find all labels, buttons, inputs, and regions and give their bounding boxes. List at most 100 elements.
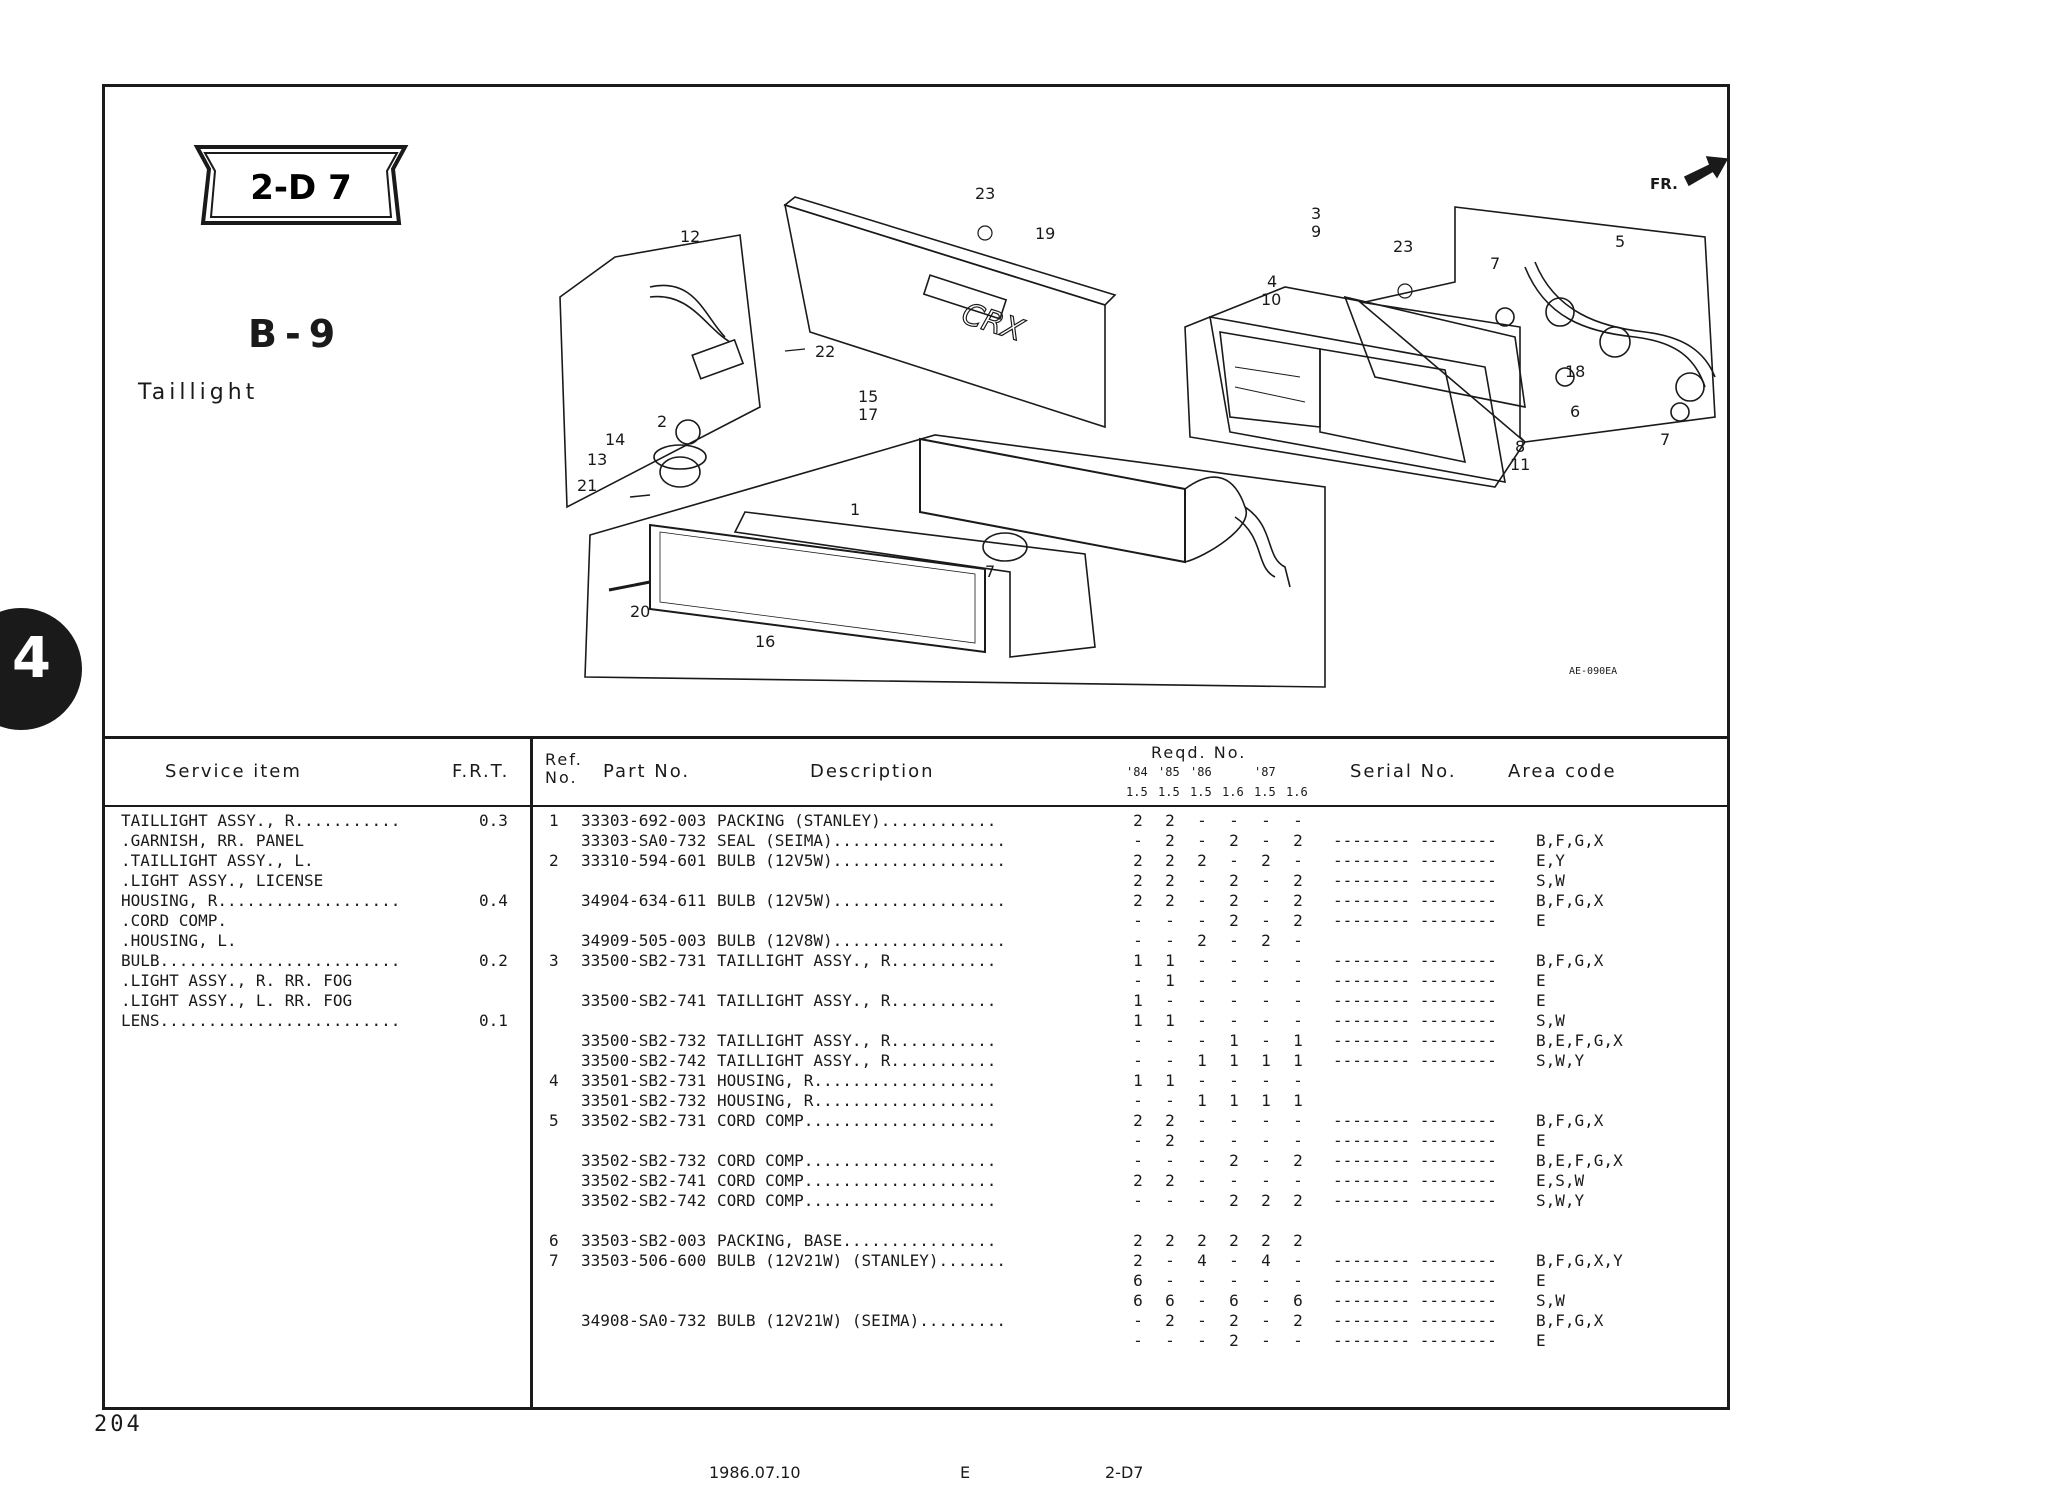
part-description: TAILLIGHT ASSY., R........... xyxy=(717,1051,997,1070)
required-qty: - xyxy=(1261,951,1271,970)
required-qty: 2 xyxy=(1261,1231,1271,1250)
required-qty: 2 xyxy=(1293,1191,1303,1210)
part-number: 33303-692-003 xyxy=(581,811,707,830)
fasteners xyxy=(784,225,1413,352)
service-item-row: .LIGHT ASSY., L. RR. FOG xyxy=(121,991,521,1011)
required-qty: - xyxy=(1165,1031,1175,1050)
required-qty: 2 xyxy=(1165,1111,1175,1130)
service-item-frt: 0.3 xyxy=(479,811,508,830)
required-qty: - xyxy=(1293,991,1303,1010)
lens-group-outline xyxy=(584,434,1326,688)
required-qty: 6 xyxy=(1133,1271,1143,1290)
required-qty: 2 xyxy=(1229,1311,1239,1330)
area-code: B,F,G,X xyxy=(1536,951,1604,970)
area-code: E xyxy=(1536,971,1546,990)
area-code: E xyxy=(1536,1331,1546,1350)
required-qty: 1 xyxy=(1293,1031,1303,1050)
service-item-label: TAILLIGHT ASSY., R........... xyxy=(121,811,401,830)
header-ref-no: Ref. No. xyxy=(545,750,583,787)
serial-number: -------- -------- xyxy=(1333,1271,1497,1290)
required-qty: - xyxy=(1133,911,1143,930)
ref-21: 21 xyxy=(577,476,597,495)
serial-number: -------- -------- xyxy=(1333,991,1497,1010)
service-item-frt xyxy=(479,831,519,851)
part-number: 33310-594-601 xyxy=(581,851,707,870)
required-qty: 1 xyxy=(1133,1011,1143,1030)
required-qty: - xyxy=(1229,971,1239,990)
required-qty: - xyxy=(1197,1071,1207,1090)
part-description: CORD COMP.................... xyxy=(717,1171,997,1190)
required-qty: 4 xyxy=(1261,1251,1271,1270)
ref-4: 4 xyxy=(1267,272,1277,291)
required-qty: 2 xyxy=(1165,831,1175,850)
area-code: S,W,Y xyxy=(1536,1191,1585,1210)
service-item-frt xyxy=(479,971,519,991)
required-qty: 1 xyxy=(1133,991,1143,1010)
ref-19: 19 xyxy=(1035,224,1055,243)
part-description: SEAL (SEIMA).................. xyxy=(717,831,1006,850)
part-description: HOUSING, R................... xyxy=(717,1071,997,1090)
required-qty: 2 xyxy=(1165,891,1175,910)
service-item-label: HOUSING, R................... xyxy=(121,891,401,910)
ref-labels: 23 19 12 22 2 14 13 21 15 17 1 7 20 16 3… xyxy=(577,184,1670,677)
ref-11: 11 xyxy=(1510,455,1530,474)
required-qty: 2 xyxy=(1165,1311,1175,1330)
ref-14: 14 xyxy=(605,430,625,449)
area-code: B,F,G,X xyxy=(1536,891,1604,910)
header-area-code: Area code xyxy=(1508,761,1617,782)
required-qty: - xyxy=(1197,1271,1207,1290)
required-qty: - xyxy=(1293,1331,1303,1350)
header-reqd-no: Reqd. No. xyxy=(1151,743,1247,762)
required-qty: - xyxy=(1197,1131,1207,1150)
required-qty: 6 xyxy=(1133,1291,1143,1310)
serial-number: -------- -------- xyxy=(1333,871,1497,890)
required-qty: 1 xyxy=(1261,1051,1271,1070)
ref-17: 17 xyxy=(858,405,878,424)
serial-number: -------- -------- xyxy=(1333,1171,1497,1190)
header-year: '84 xyxy=(1126,765,1148,779)
required-qty: 2 xyxy=(1293,891,1303,910)
serial-number: -------- -------- xyxy=(1333,911,1497,930)
required-qty: - xyxy=(1261,831,1271,850)
header-description: Description xyxy=(810,761,935,782)
required-qty: 1 xyxy=(1229,1031,1239,1050)
service-item-row: .TAILLIGHT ASSY., L. xyxy=(121,851,521,871)
fr-label: FR. xyxy=(1650,175,1678,193)
required-qty: 2 xyxy=(1133,1251,1143,1270)
required-qty: - xyxy=(1261,1271,1271,1290)
required-qty: - xyxy=(1197,811,1207,830)
ref-22: 22 xyxy=(815,342,835,361)
required-qty: 1 xyxy=(1165,1011,1175,1030)
required-qty: 2 xyxy=(1293,831,1303,850)
required-qty: 2 xyxy=(1197,931,1207,950)
required-qty: 2 xyxy=(1165,851,1175,870)
service-item-row: .HOUSING, L. xyxy=(121,931,521,951)
required-qty: - xyxy=(1133,1131,1143,1150)
required-qty: - xyxy=(1293,951,1303,970)
required-qty: - xyxy=(1197,1011,1207,1030)
ref-10: 10 xyxy=(1261,290,1281,309)
required-qty: - xyxy=(1229,1011,1239,1030)
service-item-frt xyxy=(479,851,519,871)
required-qty: 2 xyxy=(1133,891,1143,910)
required-qty: - xyxy=(1197,911,1207,930)
required-qty: - xyxy=(1165,931,1175,950)
service-item-row: LENS.........................0.1 xyxy=(121,1011,521,1031)
part-number: 33503-SB2-003 xyxy=(581,1231,707,1250)
required-qty: - xyxy=(1197,1111,1207,1130)
serial-number: -------- -------- xyxy=(1333,1011,1497,1030)
ref-7b: 7 xyxy=(985,562,995,581)
required-qty: 2 xyxy=(1293,871,1303,890)
required-qty: - xyxy=(1133,1151,1143,1170)
license-group-outline xyxy=(559,234,761,509)
service-item-frt xyxy=(479,911,519,931)
service-item-list: TAILLIGHT ASSY., R...........0.3.GARNISH… xyxy=(121,811,521,1031)
section-divider xyxy=(105,736,1727,739)
required-qty: 1 xyxy=(1133,1071,1143,1090)
header-serial-no: Serial No. xyxy=(1350,761,1457,782)
header-part-no: Part No. xyxy=(603,761,691,782)
service-item-label: .CORD COMP. xyxy=(121,911,227,930)
part-description: PACKING (STANLEY)............ xyxy=(717,811,997,830)
part-description: BULB (12V21W) (STANLEY)....... xyxy=(717,1251,1006,1270)
crx-emblem: CRX xyxy=(958,296,1029,349)
